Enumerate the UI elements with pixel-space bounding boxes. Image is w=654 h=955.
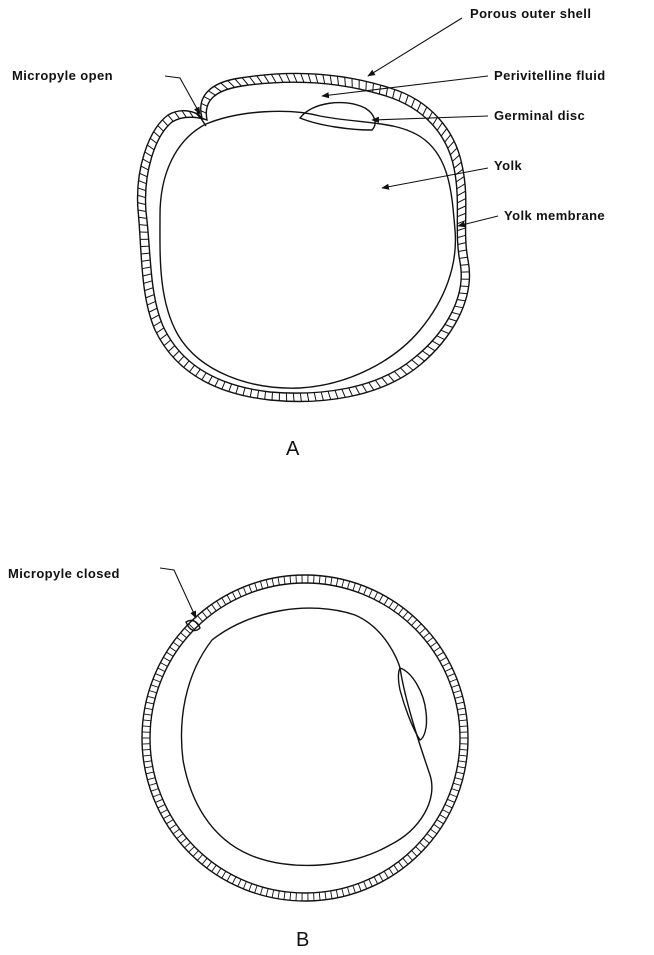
outer-shell-a — [138, 73, 470, 401]
diagram-a: Porous outer shell Perivitelline fluid G… — [12, 6, 606, 460]
leader-micropyle-closed — [160, 568, 196, 618]
leader-micropyle-open — [165, 76, 200, 114]
label-perivitelline-fluid: Perivitelline fluid — [494, 68, 606, 83]
label-micropyle-open: Micropyle open — [12, 68, 113, 83]
label-micropyle-closed: Micropyle closed — [8, 566, 120, 581]
panel-letter-a: A — [286, 438, 300, 460]
yolk-b — [182, 608, 432, 865]
leader-yolk — [382, 168, 488, 188]
leader-porous-outer-shell — [368, 18, 462, 76]
panel-letter-b: B — [296, 929, 309, 951]
shell-segments-a — [138, 73, 470, 401]
label-porous-outer-shell: Porous outer shell — [470, 6, 591, 21]
germinal-disc-b — [399, 668, 427, 740]
germinal-disc-a — [300, 103, 375, 130]
label-yolk-membrane: Yolk membrane — [504, 208, 605, 223]
label-yolk: Yolk — [494, 158, 522, 173]
yolk-membrane-a — [160, 111, 455, 388]
diagram-b: Micropyle closed B — [8, 566, 468, 951]
label-germinal-disc: Germinal disc — [494, 108, 585, 123]
